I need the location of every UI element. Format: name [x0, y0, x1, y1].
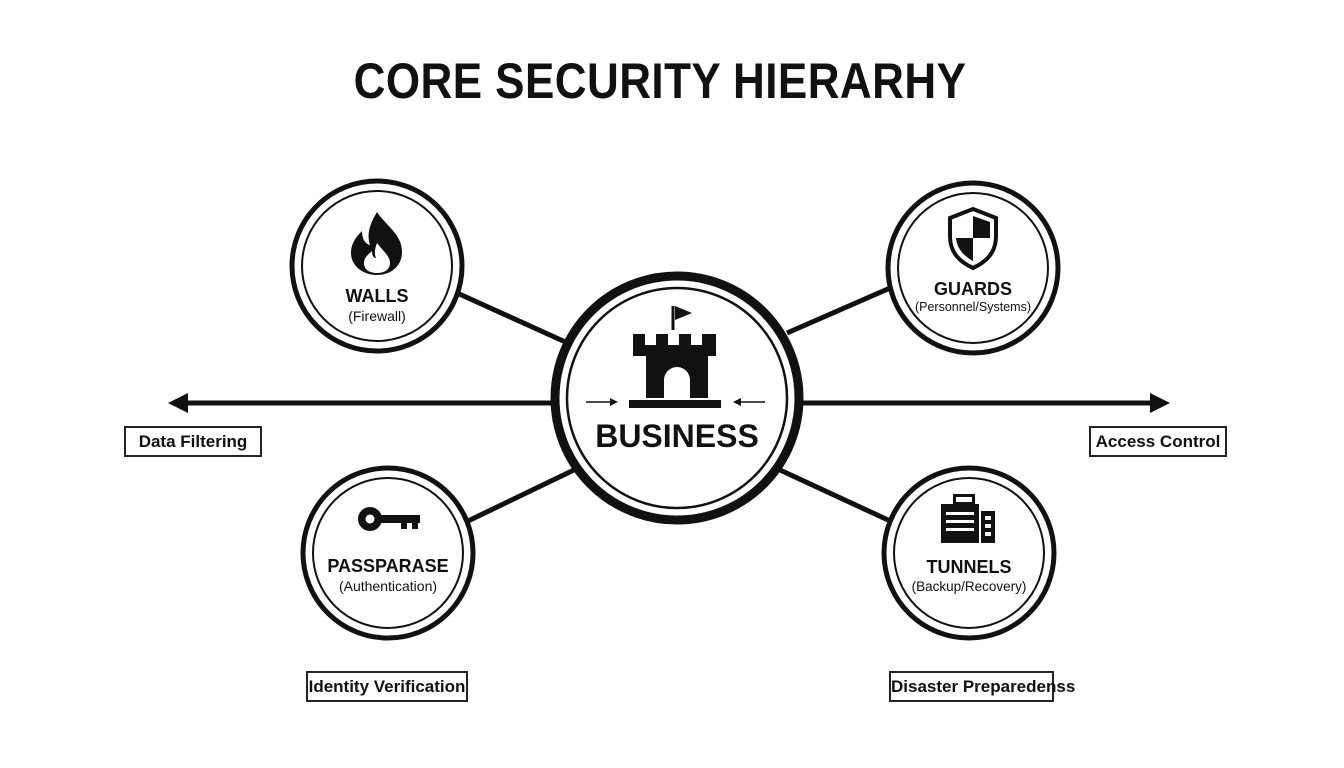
passparase-label: PASSPARASE — [327, 556, 449, 576]
tunnels-node-inner — [893, 477, 1045, 629]
walls-label: WALLS — [345, 286, 409, 306]
server-icon — [941, 494, 995, 543]
arrowhead-left — [168, 393, 188, 413]
diagram-title: CORE SECURITY HIERARHY — [353, 53, 967, 109]
guards-sublabel: (Personnel/Systems) — [914, 300, 1031, 314]
guards-node-inner — [897, 192, 1049, 344]
inward-arrow-right — [733, 398, 765, 406]
identity-verification-box: Identity Verification — [306, 671, 468, 702]
arrowhead-right — [1150, 393, 1170, 413]
disaster-preparedness-box: Disaster Preparedenss — [889, 671, 1075, 702]
tunnels-label: TUNNELS — [926, 557, 1012, 577]
walls-sublabel: (Firewall) — [348, 308, 406, 324]
data-filtering-box: Data Filtering — [124, 426, 262, 457]
walls-node-inner — [301, 190, 453, 342]
passparase-node-inner — [312, 477, 464, 629]
passparase-sublabel: (Authentication) — [338, 578, 438, 594]
access-control-box: Access Control — [1089, 426, 1227, 457]
passparase-node-outer — [300, 465, 476, 641]
tunnels-node-outer — [881, 465, 1057, 641]
center-node-label: BUSINESS — [595, 418, 759, 454]
flame-icon — [351, 212, 402, 275]
key-icon — [358, 507, 420, 531]
castle-icon — [629, 306, 721, 408]
connector-tunnels — [778, 467, 890, 523]
connector-passparase — [464, 465, 580, 525]
guards-label: GUARDS — [933, 279, 1012, 299]
inward-arrow-left — [586, 398, 618, 406]
connector-guards — [785, 285, 892, 336]
connector-walls — [453, 289, 574, 348]
tunnels-sublabel: (Backup/Recovery) — [911, 579, 1027, 594]
shield-icon — [948, 206, 998, 271]
center-node-inner — [565, 286, 789, 510]
